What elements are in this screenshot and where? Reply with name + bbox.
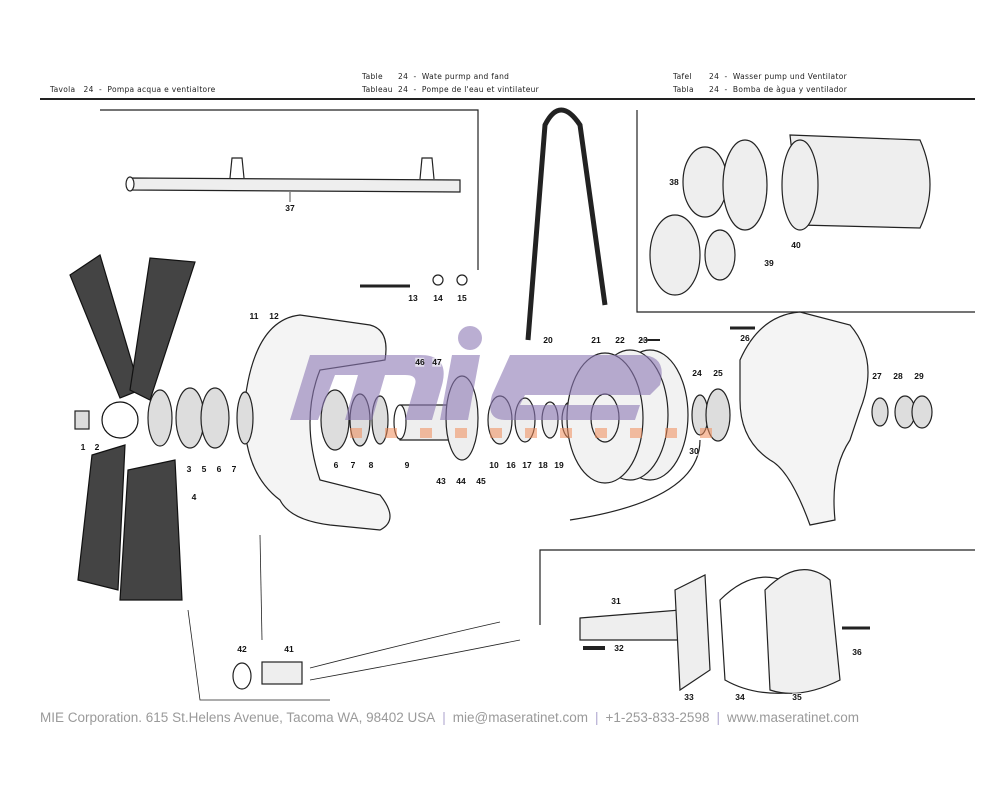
callout-part-20: 20 [543,334,553,345]
title-english: Table 24 - Wate purmp and fand [362,72,509,81]
title-label: Tafel [673,72,692,81]
title-label: Tavola [50,85,76,94]
pulley-21-23 [566,349,689,484]
callout-part-2: 2 [94,441,100,452]
callout-part-13: 13 [408,292,418,303]
callout-part-1: 1 [80,441,86,452]
title-text: 24 - Wate purmp and fand [398,72,510,81]
callout-part-26: 26 [740,332,750,343]
callout-part-23: 23 [638,334,648,345]
bracket-12 [243,314,391,531]
fittings-27-29 [871,395,933,429]
callout-part-8: 8 [368,459,374,470]
callout-part-12: 12 [269,310,279,321]
pump-38-40 [649,134,931,296]
title-italian: Tavola 24 - Pompa acqua e ventialtore [50,85,216,94]
title-german: Tafel 24 - Wasser pump und Ventilator [673,72,847,81]
callout-part-6: 6 [216,463,222,474]
callout-part-42: 42 [237,643,247,654]
title-label: Table [362,72,383,81]
callout-part-14: 14 [433,292,443,303]
callout-part-21: 21 [591,334,601,345]
panel-border-bottom [539,549,975,625]
callout-part-46: 46 [415,356,425,367]
callout-part-11: 11 [249,310,259,321]
callout-part-34: 34 [735,691,745,702]
panel-border-top-right [636,110,975,313]
title-label: Tabla [673,85,694,94]
callout-part-9: 9 [404,459,410,470]
callout-part-39: 39 [764,257,774,268]
footer-address: MIE Corporation. 615 St.Helens Avenue, T… [40,710,436,725]
callout-part-7: 7 [350,459,356,470]
callout-part-7: 7 [231,463,237,474]
callout-part-18: 18 [538,459,548,470]
callout-part-33: 33 [684,691,694,702]
shaft-and-hub [393,375,579,461]
seal-24-25 [691,388,731,442]
callout-part-47: 47 [432,356,442,367]
callout-part-38: 38 [669,176,679,187]
title-spanish: Tabla 24 - Bomba de àgua y ventilador [673,85,847,94]
callout-part-41: 41 [284,643,294,654]
callout-part-35: 35 [792,691,802,702]
callout-part-24: 24 [692,367,702,378]
callout-part-3: 3 [186,463,192,474]
title-french: Tableau 24 - Pompe de l'eau et vintilateu… [362,85,539,94]
callout-part-22: 22 [615,334,625,345]
callout-part-19: 19 [554,459,564,470]
footer-website[interactable]: www.maseratinet.com [726,710,860,725]
callout-part-4: 4 [191,491,197,502]
callout-part-27: 27 [872,370,882,381]
pipe-37 [125,157,461,202]
title-text: 24 - Wasser pump und Ventilator [709,72,847,81]
callout-part-31: 31 [611,595,621,606]
callout-part-29: 29 [914,370,924,381]
callout-part-6: 6 [333,459,339,470]
title-text: 24 - Pompe de l'eau et vintilateur [398,85,540,94]
title-text: 24 - Bomba de àgua y ventilador [709,85,848,94]
footer-phone[interactable]: +1-253-833-2598 [605,710,710,725]
callout-part-37: 37 [285,202,295,213]
callout-part-15: 15 [457,292,467,303]
sender-41 [261,661,303,685]
callout-part-36: 36 [852,646,862,657]
title-text: 24 - Pompa acqua e ventialtore [83,85,216,94]
footer-email[interactable]: mie@maseratinet.com [452,710,588,725]
panel-border-top-left [100,109,479,270]
belt-20 [525,107,608,341]
callout-part-5: 5 [201,463,207,474]
callout-part-45: 45 [476,475,486,486]
wires-41 [309,621,521,681]
callout-part-10: 10 [489,459,499,470]
cover-35 [764,569,841,694]
pump-body [739,311,869,526]
bolt-1 [74,410,90,430]
fan-blades [69,254,196,601]
title-label: Tableau [362,85,393,94]
callout-part-25: 25 [713,367,723,378]
callout-part-32: 32 [614,642,624,653]
callout-part-43: 43 [436,475,446,486]
callout-part-17: 17 [522,459,532,470]
washer-42 [232,662,252,690]
footer: MIE Corporation. 615 St.Helens Avenue, T… [40,710,860,725]
leader-lines [187,609,330,701]
callout-part-28: 28 [893,370,903,381]
impeller-33 [579,574,711,692]
callout-part-30: 30 [689,445,699,456]
callout-part-40: 40 [791,239,801,250]
callout-part-44: 44 [456,475,466,486]
callout-part-16: 16 [506,459,516,470]
